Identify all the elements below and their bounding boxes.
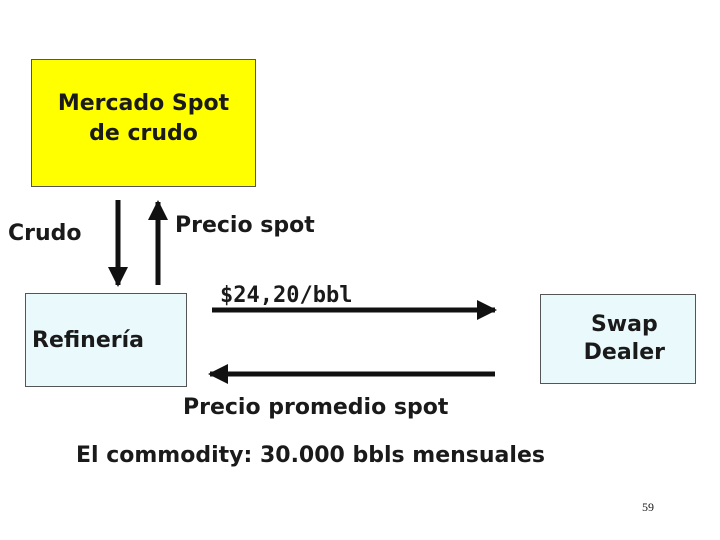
page-number: 59 <box>642 500 654 514</box>
spot-market-box: Mercado Spot de crudo <box>31 59 256 187</box>
spot-market-title-line2: de crudo <box>89 121 198 146</box>
swap-dealer-line1: Swap <box>590 312 658 337</box>
crude-label: Crudo <box>8 221 82 246</box>
commodity-label: El commodity: 30.000 bbls mensuales <box>76 443 545 468</box>
refinery-box: Refinería <box>25 293 187 387</box>
avg-spot-price-label: Precio promedio spot <box>183 395 449 420</box>
refinery-label: Refinería <box>32 327 144 353</box>
spot-price-label: Precio spot <box>175 213 315 238</box>
swap-dealer-box: Swap Dealer <box>540 294 696 384</box>
spot-market-title-line1: Mercado Spot <box>57 91 230 116</box>
fixed-price-label: $24,20/bbl <box>220 283 353 308</box>
swap-dealer-line2: Dealer <box>583 340 665 365</box>
